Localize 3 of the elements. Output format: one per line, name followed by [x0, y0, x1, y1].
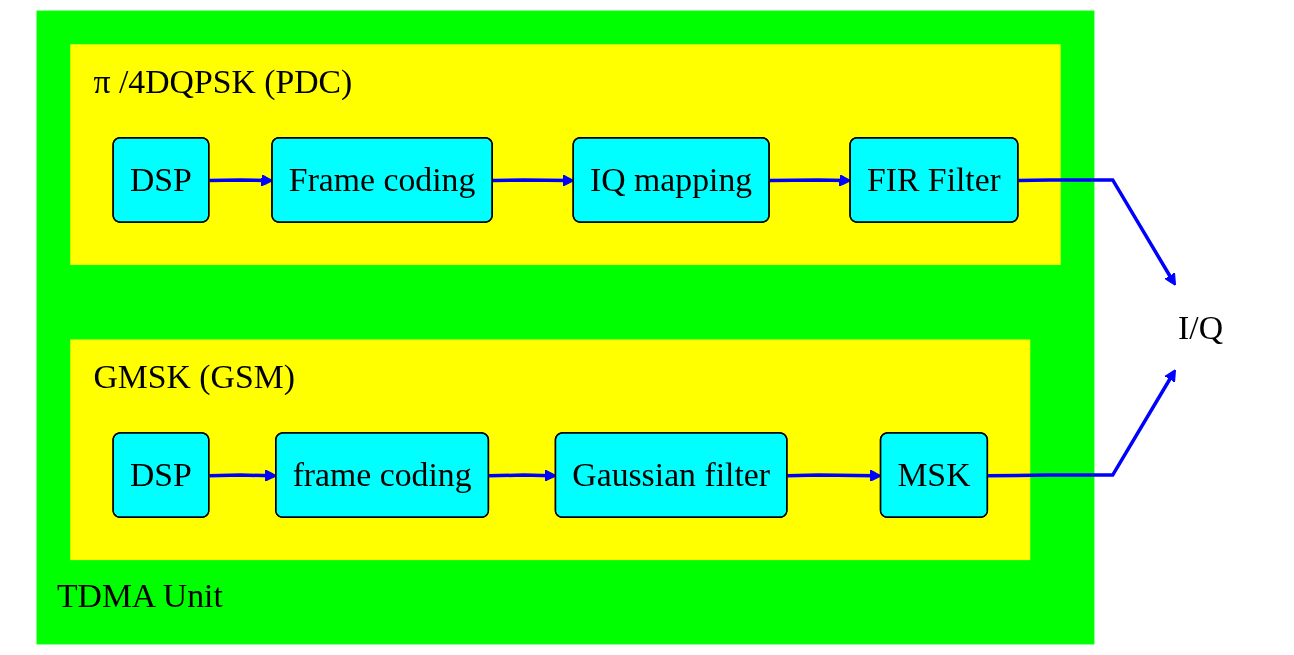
arrow — [988, 369, 1176, 478]
node-text: I/Q — [1178, 309, 1224, 346]
arrow — [1018, 178, 1176, 286]
